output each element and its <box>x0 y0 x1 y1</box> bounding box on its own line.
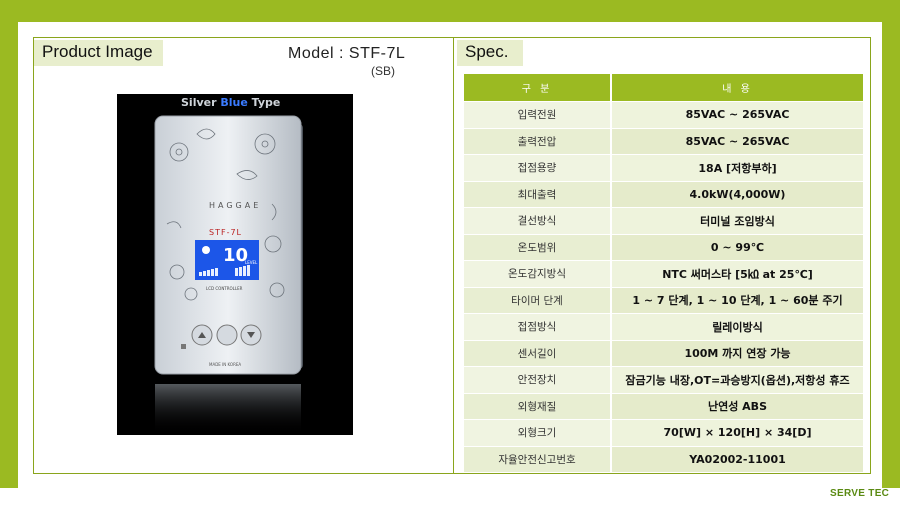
lcd-value: 10 <box>223 245 248 266</box>
spec-label: 온도감지방식 <box>464 260 612 288</box>
product-image-tab: Product Image <box>34 40 163 66</box>
spec-value: 18A [저항부하] <box>611 154 863 182</box>
spec-value: 0 ~ 99℃ <box>611 234 863 261</box>
spec-header-category: 구 분 <box>464 74 612 102</box>
made-in-text: MADE IN KOREA <box>209 362 241 367</box>
spec-label: 결선방식 <box>464 207 612 235</box>
spec-header-row: 구 분 내 용 <box>464 74 863 102</box>
spec-label: 최대출력 <box>464 181 612 208</box>
lcd-level-bars <box>199 265 250 276</box>
lock-icon <box>181 344 186 349</box>
spec-label: 자율안전신고번호 <box>464 446 612 473</box>
lcd-caption: LCD CONTROLLER <box>206 286 243 291</box>
floral-pattern <box>166 128 285 301</box>
spec-header-content: 내 용 <box>611 74 863 102</box>
model-sub-label: (SB) <box>371 64 395 78</box>
down-arrow-icon <box>247 332 255 338</box>
spec-value: 터미널 조임방식 <box>611 207 863 235</box>
spec-label: 외형크기 <box>464 419 612 447</box>
spec-label: 온도범위 <box>464 234 612 261</box>
spec-label: 타이머 단계 <box>464 287 612 314</box>
spec-value: 100M 까지 연장 가능 <box>611 340 863 367</box>
spec-label: 접점용량 <box>464 154 612 182</box>
spec-value: 잠금기능 내장,OT=과승방지(옵션),저항성 휴즈 <box>611 366 863 394</box>
spec-value: 70[W] × 120[H] × 34[D] <box>611 419 863 447</box>
up-arrow-icon <box>198 332 206 338</box>
banner-silver-text: Silver <box>181 96 220 109</box>
spec-label: 센서길이 <box>464 340 612 367</box>
lcd-clock-icon <box>202 246 210 254</box>
lcd-small-label: LEVEL <box>245 260 258 265</box>
spec-value: 85VAC ~ 265VAC <box>611 101 863 129</box>
spec-value: 85VAC ~ 265VAC <box>611 128 863 155</box>
banner-blue-text: Blue <box>220 96 247 109</box>
svg-text:Silver Blue Type: Silver Blue Type <box>181 96 280 109</box>
spec-label: 외형재질 <box>464 393 612 420</box>
spec-value: NTC 써머스타 [5㏀ at 25℃] <box>611 260 863 288</box>
spec-label: 접점방식 <box>464 313 612 341</box>
spec-tab: Spec. <box>457 40 523 66</box>
spec-value: 난연성 ABS <box>611 393 863 420</box>
top-accent-bar <box>0 0 900 22</box>
device-reflection <box>155 384 301 435</box>
banner-type-text: Type <box>248 96 281 109</box>
mode-button[interactable] <box>216 324 238 346</box>
model-label: Model : STF-7L <box>288 45 406 62</box>
spec-value: 1 ~ 7 단계, 1 ~ 10 단계, 1 ~ 60분 주기 <box>611 287 863 314</box>
bottom-strip <box>0 488 900 506</box>
spec-label: 출력전압 <box>464 128 612 155</box>
spec-label: 안전장치 <box>464 366 612 394</box>
brand-text: HAGGAE <box>209 201 261 210</box>
spec-value: 4.0kW(4,000W) <box>611 181 863 208</box>
company-logo: SERVE TEC <box>830 488 890 499</box>
spec-label: 입력전원 <box>464 101 612 129</box>
spec-value: 릴레이방식 <box>611 313 863 341</box>
spec-value: YA02002-11001 <box>611 446 863 473</box>
device-model-text: STF-7L <box>209 228 242 237</box>
product-photo: Silver Blue Type HAGGAE STF-7L 10 LEVEL … <box>117 94 353 435</box>
